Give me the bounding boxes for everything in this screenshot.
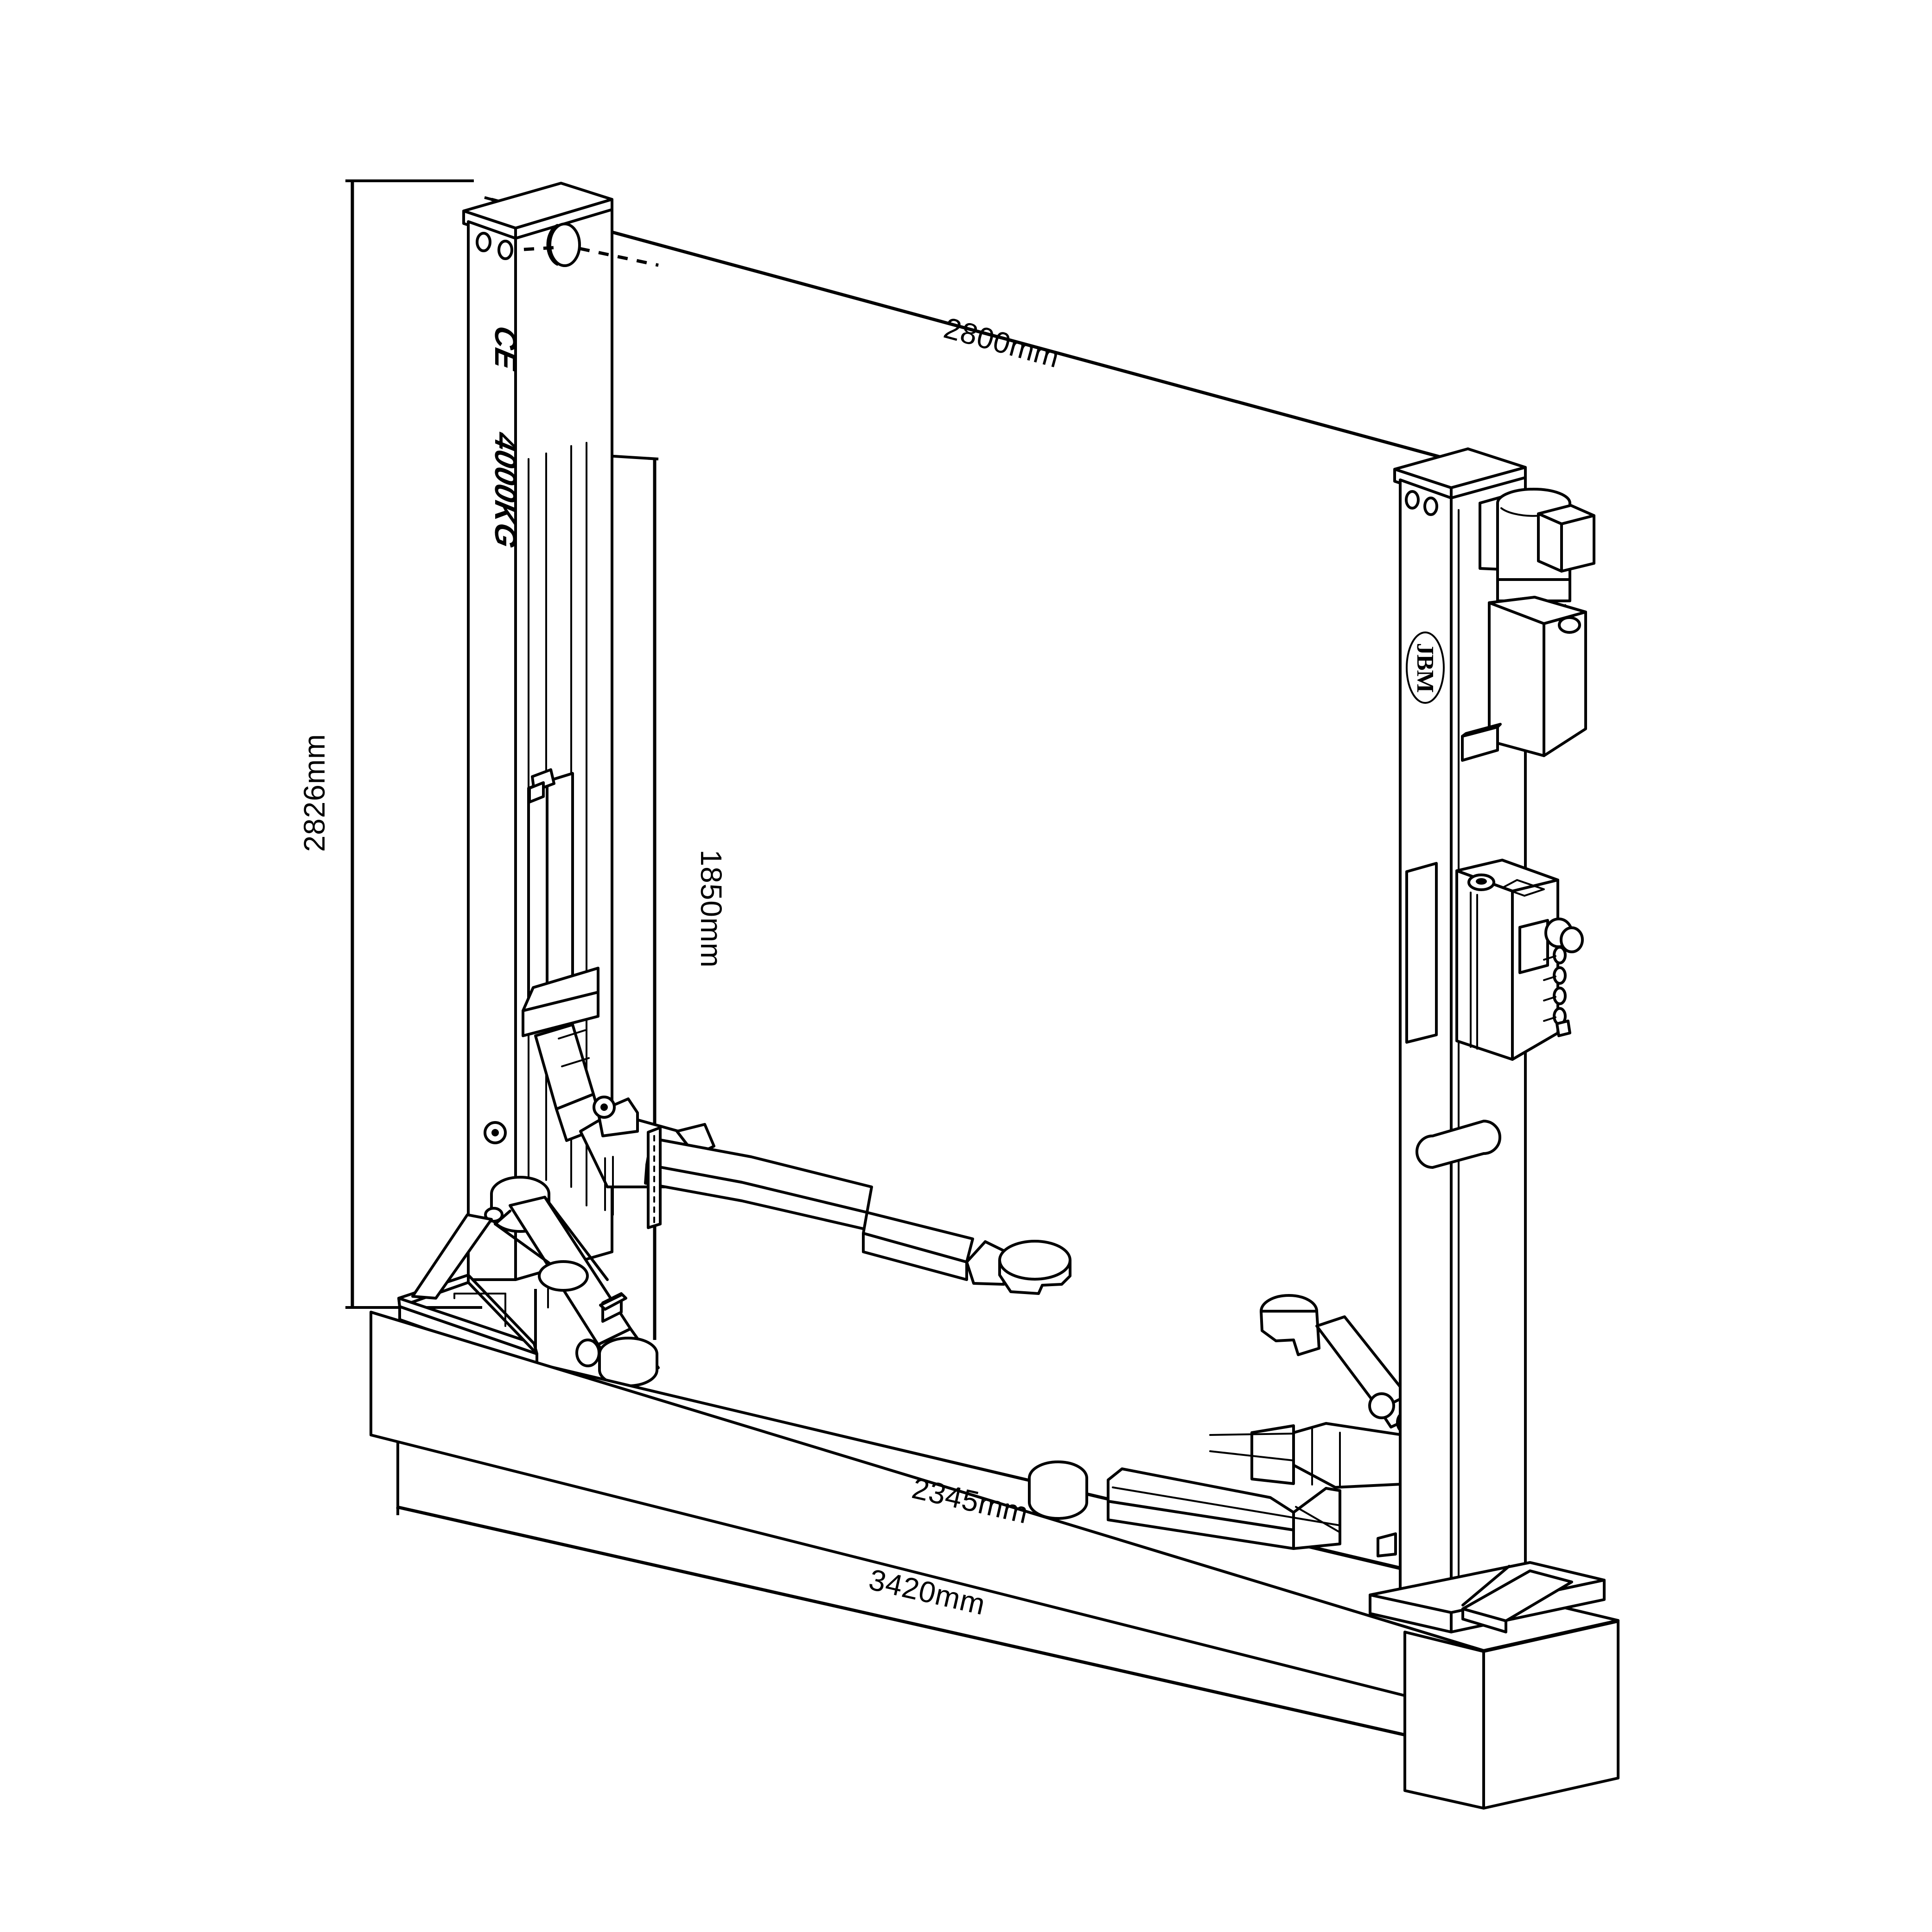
right-post-plate xyxy=(1405,862,1438,1044)
capacity-marking: 4000KG xyxy=(488,429,522,551)
left-arm-link-c xyxy=(543,1196,609,1281)
left-post-bolt-hole-1 xyxy=(476,232,491,252)
control-box-display-panel xyxy=(1518,919,1549,974)
hydraulic-motor-assembly xyxy=(1461,488,1595,762)
pushbutton-leads xyxy=(1543,955,1556,1022)
carriage-slider-mid xyxy=(546,772,574,1001)
left-arm-shelf-top xyxy=(599,1293,627,1311)
pump-tank-cap xyxy=(1488,596,1587,625)
base-plate-right xyxy=(1369,1532,1606,1633)
motor-flange xyxy=(1496,578,1571,602)
right-arm-housing-detail-d xyxy=(1209,1450,1294,1461)
carriage-detail-line-2 xyxy=(561,1057,590,1067)
floor-slab-drop-front xyxy=(1403,1631,1485,1810)
left-arm-link-a xyxy=(494,1210,511,1225)
pushbutton-2[interactable] xyxy=(1553,966,1567,985)
carriage-plate-edge xyxy=(522,991,599,1037)
control-box-door-seam xyxy=(1470,892,1478,1050)
dim-label-height: 2826mm xyxy=(298,734,331,852)
left-upper-arm-ext-side xyxy=(862,1232,968,1281)
pump-tank-right xyxy=(1543,611,1587,757)
cable-dash-left xyxy=(523,246,555,251)
right-post-rubber-pad xyxy=(1416,1120,1501,1169)
control-box-front xyxy=(1455,869,1514,1061)
right-lower-arm-detail-a xyxy=(1295,1506,1341,1533)
cable-pulley-inner-arc xyxy=(546,224,559,266)
right-post-bolt-hole-1 xyxy=(1405,490,1420,510)
cable-dash-right xyxy=(579,247,659,267)
ce-marking: CE xyxy=(488,323,522,374)
left-base-plate-side xyxy=(467,1274,538,1355)
pivot-bolt-outer-center xyxy=(491,1129,499,1136)
pump-fill-port xyxy=(1558,616,1581,634)
pushbutton-3[interactable] xyxy=(1553,987,1567,1005)
selector-dial-cap xyxy=(1560,926,1584,953)
cable-gland xyxy=(1556,1020,1571,1037)
right-lower-arm-detail-b xyxy=(1112,1486,1341,1526)
cable-pulley xyxy=(548,223,581,267)
dim-label-lift-height: 1850mm xyxy=(695,850,728,968)
control-box xyxy=(1455,859,1584,1061)
left-arm-mid-pivot xyxy=(538,1260,589,1292)
pivot-bolt-upper-center xyxy=(600,1103,608,1111)
carriage-bracket xyxy=(528,781,545,803)
dim-line-post-spacing xyxy=(491,198,1466,465)
floor-slab-drop-right xyxy=(1482,1620,1620,1810)
motor-junction-box-front xyxy=(1537,512,1563,573)
right-arm-housing-left xyxy=(1250,1424,1295,1485)
jbm-logo-ellipse xyxy=(1406,631,1445,704)
lift-pad-lower-left-pin xyxy=(575,1339,600,1367)
left-base-anchor-ramp xyxy=(411,1213,493,1300)
left-arm-assembly xyxy=(484,1096,1071,1388)
right-base-gusset-front xyxy=(1461,1607,1507,1633)
lift-pad-lower-right-body xyxy=(1028,1477,1088,1520)
right-lower-arm-assembly xyxy=(1028,1460,1341,1550)
left-post-bolt-hole-2 xyxy=(497,240,513,260)
pushbutton-1[interactable] xyxy=(1553,946,1567,964)
lift-carriage xyxy=(522,768,604,1142)
dim-label-post-spacing: 2800mm xyxy=(940,311,1063,374)
control-box-top-vent xyxy=(1501,879,1545,897)
right-base-gusset-edge xyxy=(1461,1565,1511,1607)
pump-lever-handle-top xyxy=(1461,723,1502,738)
jbm-logo-text: JBM xyxy=(1412,643,1438,693)
floor-slab-inner-edge xyxy=(544,1365,1475,1586)
right-upper-arm-bar-top xyxy=(1315,1315,1409,1411)
dim-line-overall-width xyxy=(396,1505,1586,1778)
emergency-stop-knob-center xyxy=(1476,878,1487,885)
left-post-front-face xyxy=(467,220,517,1281)
lift-pad-right-upper-base xyxy=(1260,1310,1320,1356)
right-base-small-tab xyxy=(1377,1532,1397,1557)
carriage-slider-left xyxy=(527,780,548,1007)
right-post-bolt-hole-2 xyxy=(1423,497,1438,516)
floor-beam xyxy=(370,1311,1620,1810)
right-arm-knuckle-a xyxy=(1368,1392,1395,1419)
carriage-detail-line-1 xyxy=(558,1029,586,1039)
right-arm-housing-detail-c xyxy=(1209,1433,1294,1436)
right-upper-arm-assembly xyxy=(1209,1294,1423,1489)
base-plate-left xyxy=(397,1213,549,1369)
lift-pad-upper-base xyxy=(998,1259,1071,1295)
motor-junction-box-right xyxy=(1560,514,1595,573)
jbm-logo: JBM xyxy=(1406,631,1445,704)
